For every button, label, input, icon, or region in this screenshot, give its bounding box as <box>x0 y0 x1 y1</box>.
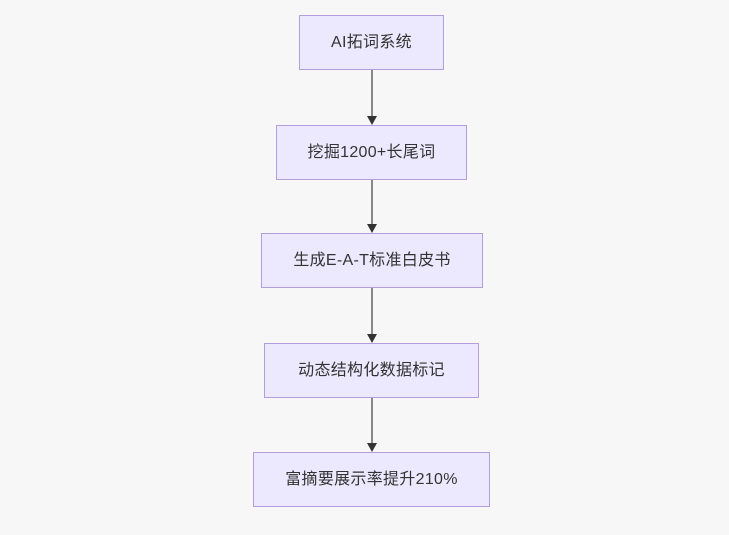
flow-node-label: 挖掘1200+长尾词 <box>307 143 436 161</box>
arrowhead-icon <box>367 443 377 452</box>
flow-node-label: 富摘要展示率提升210% <box>285 470 458 488</box>
flow-node-2[interactable]: 挖掘1200+长尾词 <box>276 125 467 180</box>
edge-line <box>371 288 373 335</box>
edge-line <box>371 398 373 444</box>
edge-line <box>371 180 373 225</box>
arrowhead-icon <box>367 224 377 233</box>
flow-node-1[interactable]: AI拓词系统 <box>299 15 444 70</box>
flow-node-5[interactable]: 富摘要展示率提升210% <box>253 452 490 507</box>
flow-node-label: 动态结构化数据标记 <box>298 361 445 379</box>
arrowhead-icon <box>367 116 377 125</box>
flow-node-4[interactable]: 动态结构化数据标记 <box>264 343 479 398</box>
flow-node-label: AI拓词系统 <box>331 33 412 51</box>
edge-line <box>371 70 373 117</box>
flow-node-3[interactable]: 生成E-A-T标准白皮书 <box>261 233 483 288</box>
flow-node-label: 生成E-A-T标准白皮书 <box>293 251 451 269</box>
arrowhead-icon <box>367 334 377 343</box>
